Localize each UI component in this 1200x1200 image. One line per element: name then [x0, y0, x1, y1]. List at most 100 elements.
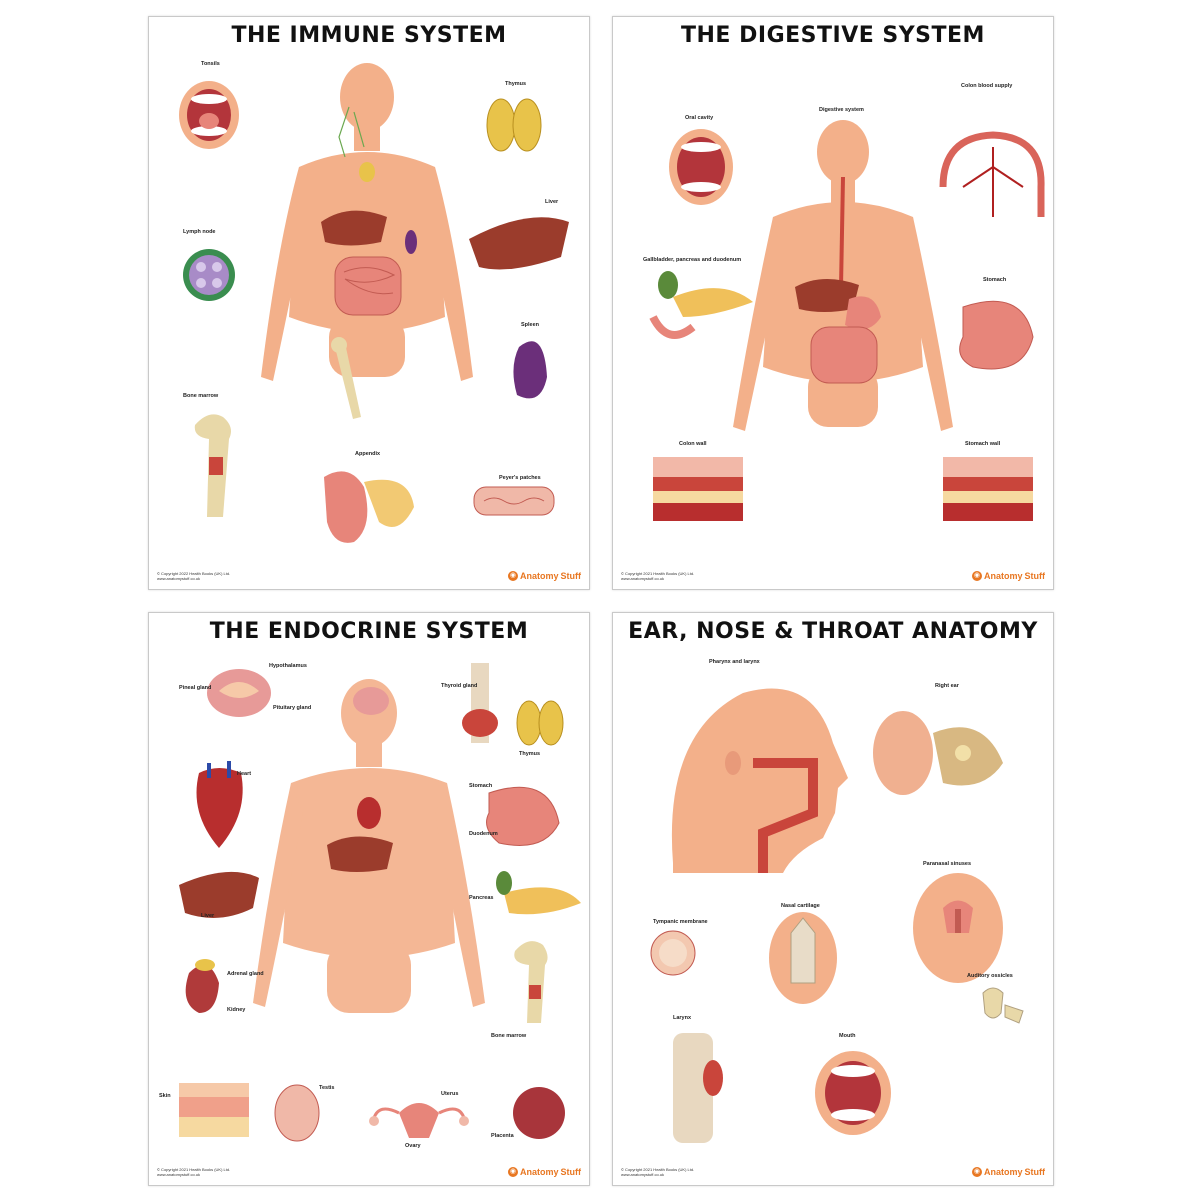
label-appendix: Appendix: [355, 451, 381, 457]
copyright: © Copyright 2021 Health Books (UK) Ltd. …: [621, 571, 781, 581]
brand-name-2: Stuff: [1024, 571, 1046, 581]
poster-immune-system: THE IMMUNE SYSTEM Tonsils Thymus Lymph n…: [148, 16, 590, 590]
label-pharynx-larynx: Pharynx and larynx: [709, 659, 760, 665]
digestive-illustration: [649, 120, 1045, 521]
mouth-illustration: [815, 1051, 891, 1135]
label-peyers-patches: Peyer's patches: [499, 475, 541, 481]
brain-in-body: [353, 687, 389, 715]
poster-digestive-system: THE DIGESTIVE SYSTEM Oral cavity Digesti…: [612, 16, 1054, 590]
label-auditory-ossicles: Auditory ossicles: [967, 973, 1013, 979]
kidney-illustration: [185, 959, 219, 1013]
nasal-cartilage-illustration: [769, 912, 837, 1004]
liver-in-body: [795, 278, 859, 312]
label-testis: Testis: [319, 1085, 335, 1091]
label-ovary: Ovary: [405, 1143, 421, 1149]
label-larynx: Larynx: [673, 1015, 692, 1021]
brand-name-2: Stuff: [560, 1167, 582, 1177]
website: www.anatomystuff.co.uk: [621, 1172, 665, 1177]
thyroid-illustration: [462, 663, 498, 743]
stomach-illustration: [959, 300, 1034, 370]
spleen-illustration: [513, 341, 547, 399]
testis-illustration: [274, 1084, 320, 1142]
label-bone-marrow: Bone marrow: [183, 393, 219, 399]
bone-illustration: [514, 941, 548, 1023]
brand-name-2: Stuff: [560, 571, 582, 581]
label-liver: Liver: [545, 199, 559, 205]
brand-name-1: Anatomy: [983, 571, 1023, 581]
copyright-text: © Copyright 2022 Health Books (UK) Ltd.: [157, 571, 231, 576]
tympanic-membrane-illustration: [650, 930, 696, 976]
poster-ent-anatomy: EAR, NOSE & THROAT ANATOMY Pharynx and l…: [612, 612, 1054, 1186]
peyers-patches-illustration: [473, 486, 555, 516]
bone-marrow-illustration: [194, 414, 231, 517]
label-stomach: Stomach: [983, 277, 1007, 283]
label-uterus: Uterus: [441, 1091, 459, 1097]
skin-illustration: [179, 1083, 249, 1137]
label-stomach-wall: Stomach wall: [965, 441, 1001, 447]
label-colon-blood-supply: Colon blood supply: [961, 83, 1013, 89]
heart-in-body: [357, 797, 381, 829]
copyright: © Copyright 2021 Health Books (UK) Ltd. …: [157, 1167, 317, 1177]
brand-name-1: Anatomy: [519, 571, 559, 581]
face-front-illustration: [913, 873, 1003, 983]
brand-icon: ◉: [507, 1167, 518, 1177]
poster-title: THE IMMUNE SYSTEM: [231, 23, 507, 48]
pancreas-illustration: [649, 271, 753, 339]
label-pineal-gland: Pineal gland: [179, 685, 212, 691]
stomach-illustration: [486, 786, 560, 846]
larynx-illustration: [673, 1033, 723, 1143]
appendix-illustration: [324, 471, 414, 543]
label-pituitary: Pituitary gland: [273, 705, 312, 711]
brand-icon: ◉: [507, 571, 518, 581]
femur-illustration: [335, 343, 361, 419]
website: www.anatomystuff.co.uk: [621, 576, 665, 581]
label-thymus: Thymus: [505, 81, 527, 87]
heart-illustration: [196, 761, 243, 848]
ossicles-illustration: [982, 987, 1024, 1024]
label-paranasal-sinuses: Paranasal sinuses: [923, 861, 972, 867]
esophagus: [839, 176, 845, 288]
colon-blood-supply-illustration: [939, 131, 1045, 217]
poster-title: EAR, NOSE & THROAT ANATOMY: [628, 619, 1038, 644]
label-liver: Liver: [201, 913, 215, 919]
label-stomach: Stomach: [469, 783, 493, 789]
poster-title: THE ENDOCRINE SYSTEM: [209, 619, 529, 644]
label-heart: Heart: [237, 771, 252, 777]
copyright-text: © Copyright 2021 Health Books (UK) Ltd.: [157, 1167, 231, 1172]
label-adrenal: Adrenal gland: [227, 971, 264, 977]
brain-illustration: [207, 669, 271, 717]
brand-icon: ◉: [971, 1167, 982, 1177]
label-hypothalamus: Hypothalamus: [269, 663, 307, 669]
label-duodenum: Duodenum: [469, 831, 498, 837]
label-tympanic-membrane: Tympanic membrane: [653, 919, 708, 925]
copyright-text: © Copyright 2021 Health Books (UK) Ltd.: [621, 1167, 695, 1172]
thymus-in-body: [359, 162, 375, 182]
placenta-illustration: [513, 1087, 565, 1139]
poster-title: THE DIGESTIVE SYSTEM: [681, 23, 985, 48]
copyright-text: © Copyright 2021 Health Books (UK) Ltd.: [621, 571, 695, 576]
endocrine-illustration: [179, 663, 581, 1142]
ear-illustration: [873, 711, 1003, 795]
label-kidney: Kidney: [227, 1007, 246, 1013]
intestines: [334, 256, 402, 316]
poster-endocrine-system: THE ENDOCRINE SYSTEM Pineal gland Hypoth…: [148, 612, 590, 1186]
stomach-wall-illustration: [943, 457, 1033, 521]
brand-name-2: Stuff: [1024, 1167, 1046, 1177]
stomach-in-body: [845, 296, 881, 330]
label-nasal-cartilage: Nasal cartilage: [781, 903, 820, 909]
label-right-ear: Right ear: [935, 683, 959, 689]
label-bone-marrow: Bone marrow: [491, 1033, 527, 1039]
lymph-node-illustration: [183, 249, 235, 301]
liver-illustration: [179, 871, 259, 918]
uterus-illustration: [369, 1103, 469, 1138]
label-thymus: Thymus: [519, 751, 541, 757]
oral-cavity-illustration: [669, 129, 733, 205]
label-gallbladder: Gallbladder, pancreas and duodenum: [643, 257, 742, 263]
label-thyroid: Thyroid gland: [441, 683, 478, 689]
head-lateral-illustration: [671, 688, 848, 873]
thymus-illustration: [486, 98, 542, 152]
lymph-vessels: [338, 106, 365, 158]
